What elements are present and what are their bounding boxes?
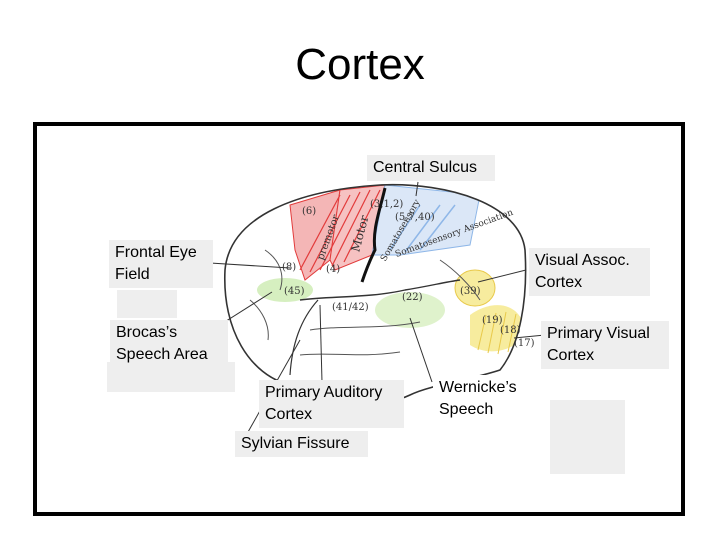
- wernicke-green-region: [375, 292, 445, 328]
- page-title: Cortex: [295, 40, 425, 89]
- label-backdrop: [117, 290, 177, 318]
- primary-auditory-pointer: [319, 304, 323, 383]
- label-backdrop: [550, 400, 625, 474]
- sketch-area-4: (4): [326, 264, 340, 275]
- sketch-area-19: (19): [482, 315, 503, 326]
- sketch-area-8: (8): [282, 262, 296, 273]
- broca-green-region: [257, 278, 313, 302]
- label-primary-auditory-cortex: Primary Auditory Cortex: [259, 380, 404, 428]
- visual-assoc-yellow-region: [454, 269, 496, 307]
- label-central-sulcus: Central Sulcus: [367, 155, 495, 181]
- label-backdrop: [107, 362, 235, 392]
- central-sulcus-line: [360, 187, 387, 283]
- sketch-area-312: (3,1,2): [370, 199, 403, 210]
- label-brocas-speech-area: Brocas’s Speech Area: [110, 320, 228, 366]
- sketch-area-22: (22): [402, 292, 423, 303]
- central-sulcus-pointer: [415, 181, 419, 197]
- label-frontal-eye-field: Frontal Eye Field: [109, 240, 213, 288]
- sketch-area-17: (17): [514, 338, 535, 349]
- primary-visual-pointer: [513, 334, 546, 339]
- premotor-region: [289, 189, 341, 281]
- sketch-area-45: (45): [284, 286, 305, 297]
- sketch-area-39: (39): [460, 286, 481, 297]
- label-wernickes-speech: Wernicke’s Speech: [433, 375, 530, 423]
- sketch-area-4142: (41/42): [332, 302, 369, 313]
- sketch-area-5740: (5,7,40): [395, 212, 435, 223]
- sylvian-fissure-line: [299, 279, 461, 301]
- frontal-eye-field-pointer: [209, 262, 291, 269]
- label-primary-visual-cortex: Primary Visual Cortex: [541, 321, 669, 369]
- primary-visual-yellow-region: [470, 305, 525, 352]
- visual-assoc-pointer: [477, 269, 527, 283]
- sketch-area-6: (6): [302, 206, 316, 217]
- label-sylvian-fissure: Sylvian Fissure: [235, 431, 368, 457]
- sketch-area-18: (18): [500, 325, 521, 336]
- wernicke-pointer: [409, 317, 433, 383]
- label-visual-assoc-cortex: Visual Assoc. Cortex: [529, 248, 650, 296]
